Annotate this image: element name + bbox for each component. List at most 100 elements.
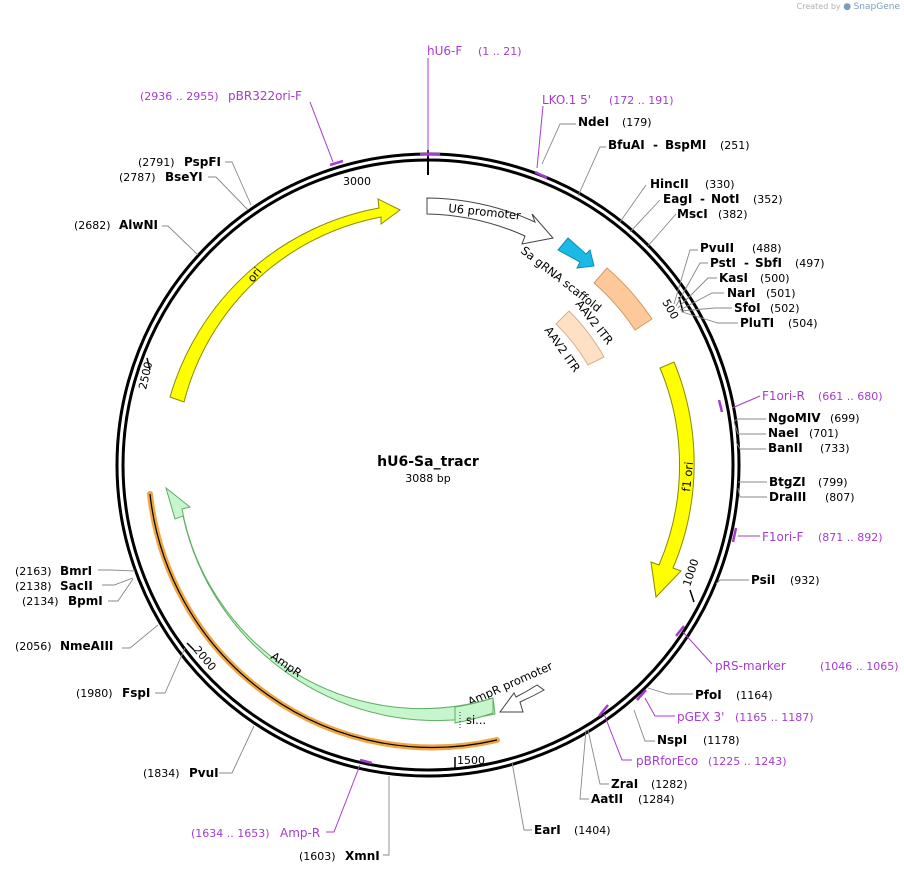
svg-text:(1980): (1980) xyxy=(76,687,113,700)
svg-text:AlwNI: AlwNI xyxy=(119,218,158,232)
primer-name: pGEX 3' xyxy=(677,710,724,724)
svg-text:(932): (932) xyxy=(790,574,820,587)
svg-text:(2134): (2134) xyxy=(22,595,59,608)
enzyme-connectors xyxy=(98,123,767,856)
svg-text:(2056): (2056) xyxy=(15,640,52,653)
enzyme-psti-sbfi[interactable]: PstI-SbfI(497) xyxy=(710,256,825,270)
enzyme-draiii[interactable]: DraIII(807) xyxy=(769,490,855,504)
svg-text:KasI: KasI xyxy=(719,271,748,285)
svg-text:(382): (382) xyxy=(718,208,748,221)
enzyme-bpmi[interactable]: (2134)BpmI xyxy=(22,594,103,608)
svg-text:(179): (179) xyxy=(622,116,652,129)
primer-range: (1165 .. 1187) xyxy=(735,711,814,724)
enzyme-nspi[interactable]: NspI(1178) xyxy=(657,733,740,747)
primer-hu6-f[interactable]: hU6-F (1 .. 21) xyxy=(420,44,522,157)
primer-range: (871 .. 892) xyxy=(818,531,883,544)
enzyme-bmri[interactable]: (2163)BmrI xyxy=(15,564,92,578)
primer-f1ori-r[interactable]: F1ori-R (661 .. 680) xyxy=(717,389,883,413)
svg-text:(330): (330) xyxy=(705,178,735,191)
svg-text:(2791): (2791) xyxy=(138,156,175,169)
enzyme-eagi-noti[interactable]: EagI-NotI(352) xyxy=(663,192,783,206)
svg-text:(1603): (1603) xyxy=(299,850,336,863)
primer-range: (172 .. 191) xyxy=(609,94,674,107)
enzyme-kasi[interactable]: KasI (500) xyxy=(719,271,790,285)
enzyme-bseyi[interactable]: (2787) BseYI xyxy=(119,170,203,184)
credit-prefix: Created by xyxy=(796,2,841,11)
primer-name: pRS-marker xyxy=(715,659,786,673)
svg-text:BseYI: BseYI xyxy=(165,170,203,184)
enzyme-aatii[interactable]: AatII(1284) xyxy=(591,792,675,806)
feature-ampr-promoter[interactable] xyxy=(499,684,545,713)
enzyme-bfuai-bspmi[interactable]: BfuAI-BspMI(251) xyxy=(608,138,750,152)
svg-text:(352): (352) xyxy=(753,193,783,206)
svg-text:(1404): (1404) xyxy=(574,824,611,837)
enzyme-eari[interactable]: EarI(1404) xyxy=(534,823,611,837)
primer-range: (1046 .. 1065) xyxy=(820,660,899,673)
svg-text:(500): (500) xyxy=(760,272,790,285)
svg-text:(2787): (2787) xyxy=(119,171,156,184)
enzyme-sacii[interactable]: (2138) SacII xyxy=(15,579,93,593)
svg-text:SfoI: SfoI xyxy=(734,301,761,315)
enzyme-msci[interactable]: MscI(382) xyxy=(677,207,748,221)
primer-pbrforeco[interactable]: pBRforEco (1225 .. 1243) xyxy=(598,704,787,768)
svg-text:BfuAI: BfuAI xyxy=(608,138,645,152)
enzyme-pluti[interactable]: PluTI(504) xyxy=(740,316,818,330)
primer-pgex-3[interactable]: pGEX 3' (1165 .. 1187) xyxy=(636,689,814,724)
enzyme-pvui[interactable]: (1834)PvuI xyxy=(143,766,219,780)
enzyme-pspfi[interactable]: (2791)PspFI xyxy=(138,155,221,169)
feature-label-signal-peptide: si... xyxy=(466,713,486,727)
enzyme-naei[interactable]: NaeI(701) xyxy=(768,426,839,440)
enzyme-xmni[interactable]: (1603)XmnI xyxy=(299,849,380,863)
feature-aav2-itr-2[interactable] xyxy=(555,310,605,366)
svg-text:(1834): (1834) xyxy=(143,767,180,780)
enzyme-fspi[interactable]: (1980)FspI xyxy=(76,686,150,700)
snapgene-credit: Created by ● SnapGene xyxy=(797,2,900,12)
enzyme-pfoi[interactable]: PfoI(1164) xyxy=(695,688,773,702)
enzyme-ngomiv[interactable]: NgoMIV (699) xyxy=(768,411,860,425)
feature-u6-promoter[interactable] xyxy=(426,197,554,245)
primer-name: F1ori-R xyxy=(762,389,805,403)
primer-amp-r[interactable]: (1634 .. 1653) Amp-R xyxy=(191,758,373,840)
feature-aav2-itr-1[interactable] xyxy=(593,267,653,331)
svg-text:(2163): (2163) xyxy=(15,565,52,578)
primer-lko1-5[interactable]: LKO.1 5' (172 .. 191) xyxy=(534,93,674,180)
primer-range: (661 .. 680) xyxy=(818,390,883,403)
svg-text:NgoMIV: NgoMIV xyxy=(768,411,821,425)
enzyme-alwni[interactable]: (2682)AlwNI xyxy=(74,218,158,232)
feature-ampr[interactable] xyxy=(165,486,496,721)
enzyme-banii[interactable]: BanII(733) xyxy=(768,441,850,455)
primer-name: pBR322ori-F xyxy=(228,89,302,103)
svg-text:PstI: PstI xyxy=(710,256,736,270)
feature-f1-ori[interactable] xyxy=(650,361,695,599)
svg-text:NdeI: NdeI xyxy=(578,115,609,129)
svg-text:AatII: AatII xyxy=(591,792,623,806)
enzyme-btgzi[interactable]: BtgZI(799) xyxy=(769,475,848,489)
primer-range: (1 .. 21) xyxy=(478,45,522,58)
tick-label-1000: 1000 xyxy=(680,557,701,588)
svg-text:PfoI: PfoI xyxy=(695,688,722,702)
enzyme-nmeaiii[interactable]: (2056)NmeAIII xyxy=(15,639,113,653)
enzyme-nari[interactable]: NarI(501) xyxy=(727,286,796,300)
feature-sa-grna-scaffold[interactable] xyxy=(557,237,595,269)
svg-text:HincII: HincII xyxy=(650,177,689,191)
enzyme-hincii[interactable]: HincII (330) xyxy=(650,177,735,191)
primer-prs-marker[interactable]: pRS-marker (1046 .. 1065) xyxy=(675,625,899,673)
svg-text:(251): (251) xyxy=(720,139,750,152)
primer-f1ori-f[interactable]: F1ori-F (871 .. 892) xyxy=(731,527,883,544)
enzyme-psii[interactable]: PsiI(932) xyxy=(751,573,820,587)
svg-text:NaeI: NaeI xyxy=(768,426,799,440)
primer-pbr322ori-f[interactable]: (2936 .. 2955) pBR322ori-F xyxy=(140,89,344,167)
enzyme-zrai[interactable]: ZraI(1282) xyxy=(611,777,688,791)
svg-text:EagI: EagI xyxy=(663,192,692,206)
enzyme-pvuii[interactable]: PvuII(488) xyxy=(700,241,782,255)
svg-text:(699): (699) xyxy=(830,412,860,425)
svg-text:NspI: NspI xyxy=(657,733,687,747)
svg-text:(733): (733) xyxy=(820,442,850,455)
feature-signal-peptide[interactable] xyxy=(454,697,494,724)
enzyme-sfoi[interactable]: SfoI(502) xyxy=(734,301,800,315)
feature-ori[interactable] xyxy=(169,198,401,403)
svg-text:(2138): (2138) xyxy=(15,580,52,593)
svg-text:SacII: SacII xyxy=(60,579,93,593)
enzyme-ndei[interactable]: NdeI (179) xyxy=(578,115,652,129)
